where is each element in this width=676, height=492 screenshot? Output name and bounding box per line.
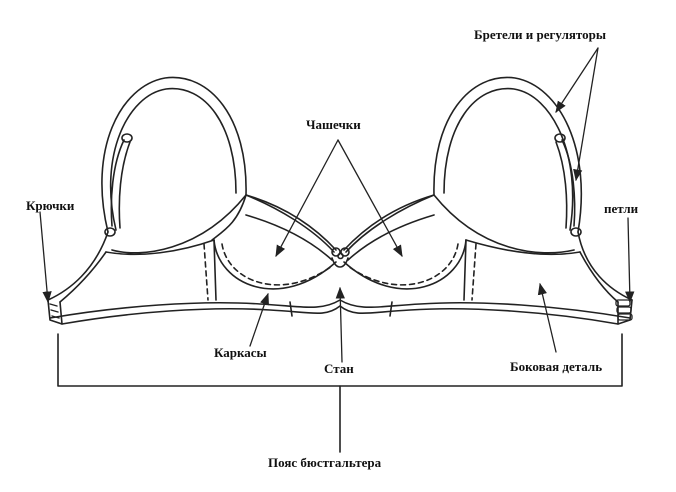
band-seam-right xyxy=(389,301,393,317)
arrow-center xyxy=(335,286,345,363)
left-cup-top xyxy=(111,194,337,254)
band-seam-left xyxy=(289,301,293,317)
left-strap xyxy=(101,76,247,233)
left-underwire xyxy=(213,239,337,290)
arrow-underwires xyxy=(249,292,269,347)
left-ring xyxy=(104,227,116,237)
right-cup-seam xyxy=(345,194,435,253)
arrow-straps-2 xyxy=(573,47,599,182)
arrow-cups-left xyxy=(275,139,339,258)
center-bow-right xyxy=(340,247,350,257)
label-loops: петли xyxy=(604,201,639,216)
left-cup-edge xyxy=(245,214,333,261)
right-underwire xyxy=(343,239,467,290)
left-adjuster-loop xyxy=(110,139,131,229)
right-side-stitch xyxy=(471,243,477,301)
right-side-panel xyxy=(465,239,581,256)
arrow-loops xyxy=(625,217,635,304)
label-band: Пояс бюстгальтера xyxy=(268,455,382,470)
left-cup-neckline xyxy=(211,194,247,241)
arrow-side-panel xyxy=(537,282,557,353)
label-cups: Чашечки xyxy=(306,117,361,132)
right-strap-inner xyxy=(443,87,574,231)
right-side-stitch-2 xyxy=(463,239,467,301)
left-side-panel xyxy=(105,239,215,256)
arrow-hooks xyxy=(39,211,52,304)
right-ring xyxy=(570,227,582,237)
center-gore xyxy=(331,257,349,268)
right-slider xyxy=(554,133,566,143)
label-center: Стан xyxy=(324,361,354,376)
center-bow-left xyxy=(331,247,341,257)
arrow-cups-right xyxy=(337,139,403,258)
left-underwire-stitch xyxy=(221,243,333,286)
center-bow-knot xyxy=(337,252,344,260)
right-cup-edge xyxy=(347,214,435,261)
band-top-right xyxy=(579,251,619,303)
label-straps: Бретели и регуляторы xyxy=(474,27,607,42)
band-top-left xyxy=(59,251,107,303)
hooks-group xyxy=(49,303,60,319)
label-hooks: Крючки xyxy=(26,198,75,213)
left-slider xyxy=(121,133,133,143)
left-side-stitch-2 xyxy=(213,239,217,301)
arrows xyxy=(39,47,635,363)
left-strap-inner xyxy=(109,87,237,231)
right-adjuster-loop xyxy=(555,139,576,229)
left-side-stitch xyxy=(203,243,209,301)
band-left-end xyxy=(47,299,63,325)
right-strap xyxy=(433,76,583,233)
right-underwire-stitch xyxy=(347,243,459,286)
left-cup-seam xyxy=(245,194,335,253)
arrow-straps-1 xyxy=(555,47,599,113)
label-underwires: Каркасы xyxy=(214,345,267,360)
label-side-panel: Боковая деталь xyxy=(510,359,603,374)
band-outline-left xyxy=(47,231,109,301)
